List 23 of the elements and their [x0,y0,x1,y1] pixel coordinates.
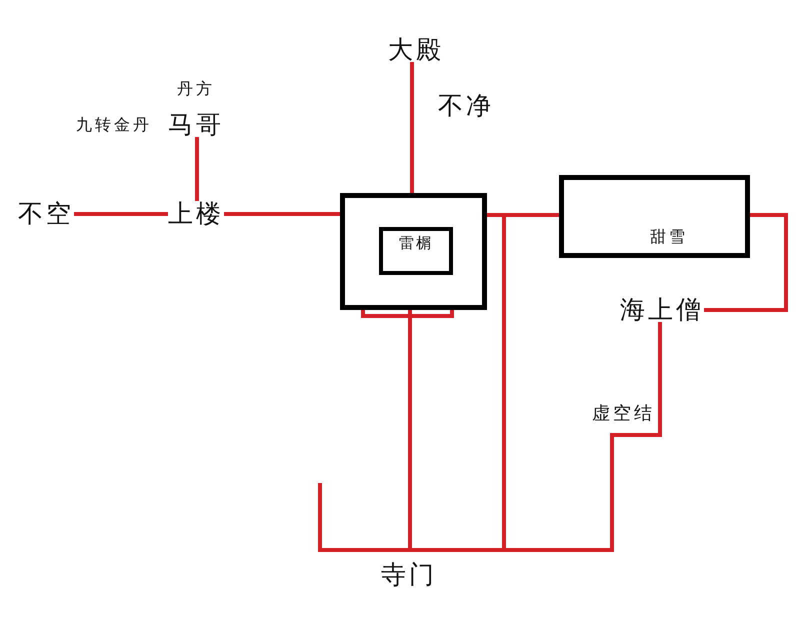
room-box: 雷榍 [379,227,453,275]
place-label: 大殿 [388,37,444,62]
path-line [410,62,414,193]
place-label: 不空 [18,201,74,226]
path-line [195,137,199,201]
room-box [340,193,487,310]
path-line [318,483,412,552]
path-line [502,215,506,550]
place-label: 上楼 [168,201,224,226]
path-line [704,213,788,312]
map-label: 虚空结 [592,405,655,423]
path-line [224,212,340,216]
path-line [487,213,504,217]
path-line [504,322,662,552]
place-label: 寺门 [381,552,437,587]
path-line [74,212,168,216]
room-box: 甜雪 [559,175,750,258]
item-label: 九转金丹 [76,117,152,133]
map-label: 不净 [438,93,494,118]
item-label: 丹方 [177,81,215,97]
place-label: 海上僧 [620,297,704,322]
place-label: 马哥 [168,112,224,137]
path-line [504,213,559,217]
